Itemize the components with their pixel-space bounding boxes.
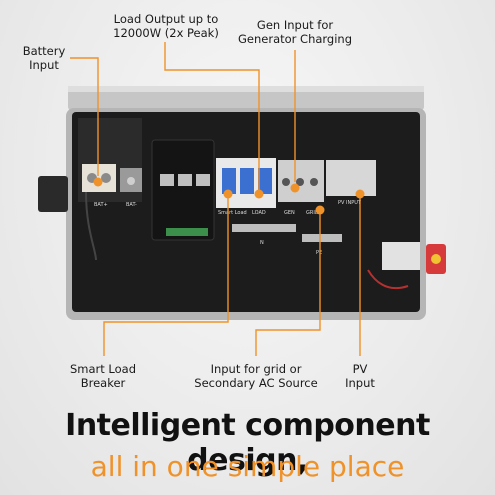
callout-line-smart bbox=[103, 194, 229, 356]
pv-input-block bbox=[326, 160, 376, 196]
callout-line-grid bbox=[255, 214, 321, 356]
rj45-port bbox=[160, 174, 174, 186]
pv-switch-module bbox=[382, 242, 420, 270]
load-output-callout: Load Output up to 12000W (2x Peak) bbox=[113, 12, 219, 40]
gen-label: GEN bbox=[284, 210, 295, 216]
callout-line-battery bbox=[70, 57, 99, 176]
callout-dot bbox=[93, 177, 103, 187]
comm-board bbox=[151, 139, 215, 241]
terminal-screw bbox=[282, 178, 290, 186]
breaker-switch bbox=[240, 168, 254, 194]
subheadline: all in one simple place bbox=[90, 450, 405, 483]
pe-label: PE bbox=[316, 250, 322, 256]
load-label: LOAD bbox=[252, 210, 266, 216]
yellow-knob-center bbox=[431, 254, 441, 264]
top-cover-highlight bbox=[68, 86, 424, 92]
rj45-port bbox=[196, 174, 210, 186]
rj45-port bbox=[178, 174, 192, 186]
smart-load-label: Smart Load bbox=[218, 210, 247, 216]
callout-dot bbox=[315, 205, 325, 215]
callout-dot bbox=[355, 189, 365, 199]
battery-bolt bbox=[127, 177, 135, 185]
smart-load-breaker-callout: Smart Load Breaker bbox=[69, 362, 137, 390]
battery-input-callout: Battery Input bbox=[22, 44, 66, 72]
side-bracket bbox=[38, 176, 68, 212]
pe-bar bbox=[302, 234, 342, 242]
callout-dot bbox=[290, 183, 300, 193]
pv-input-callout: PV Input bbox=[345, 362, 375, 390]
neutral-bar bbox=[232, 224, 296, 232]
grid-input-callout: Input for grid or Secondary AC Source bbox=[194, 362, 318, 390]
pv-input-label: PV INPUT bbox=[338, 200, 362, 206]
terminal-screw bbox=[310, 178, 318, 186]
callout-dot bbox=[223, 189, 233, 199]
breaker-switch bbox=[222, 168, 236, 194]
bat-plus-label: BAT+ bbox=[94, 202, 108, 208]
breaker-switch bbox=[258, 168, 272, 194]
callout-dot bbox=[254, 189, 264, 199]
terminal-screw bbox=[296, 178, 304, 186]
grid-label: GRID bbox=[306, 210, 319, 216]
gen-input-callout: Gen Input for Generator Charging bbox=[237, 18, 353, 46]
bat-minus-label: BAT- bbox=[126, 202, 137, 208]
headline: Intelligent component design, bbox=[65, 408, 430, 478]
callout-line-load bbox=[164, 42, 260, 192]
battery-bolt bbox=[101, 173, 111, 183]
wire bbox=[367, 269, 409, 289]
n-label: N bbox=[260, 240, 264, 246]
wire bbox=[85, 191, 97, 261]
terminal-strip-green bbox=[166, 228, 208, 236]
